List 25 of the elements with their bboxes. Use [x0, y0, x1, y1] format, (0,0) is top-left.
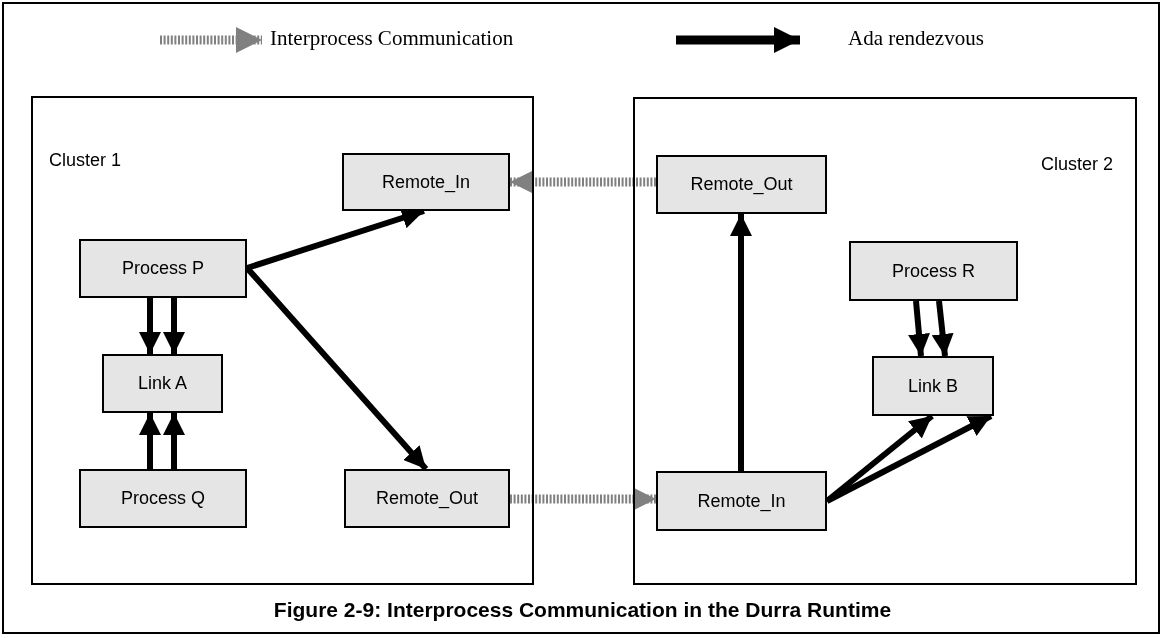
legend-label: Interprocess Communication — [270, 26, 514, 51]
arrow — [730, 214, 752, 471]
process-box: Process Q — [79, 469, 247, 528]
legend-label: Ada rendezvous — [848, 26, 984, 51]
arrow — [139, 298, 161, 354]
cluster-box — [31, 96, 534, 585]
process-box: Remote_Out — [656, 155, 827, 214]
process-box: Remote_Out — [344, 469, 510, 528]
cluster-box — [633, 97, 1137, 585]
process-box: Remote_In — [656, 471, 827, 531]
process-box: Link B — [872, 356, 994, 416]
process-box: Process R — [849, 241, 1018, 301]
process-box: Link A — [102, 354, 223, 413]
arrow — [931, 300, 954, 357]
hatched-arrow — [510, 488, 656, 510]
figure-caption: Figure 2-9: Interprocess Communication in the Durra Runtime — [272, 598, 893, 622]
process-box: Process P — [79, 239, 247, 298]
hatched-arrow — [510, 171, 656, 193]
arrow — [163, 413, 185, 469]
arrow — [163, 298, 185, 354]
cluster-label: Cluster 2 — [1040, 154, 1113, 175]
arrow — [139, 413, 161, 469]
process-box: Remote_In — [342, 153, 510, 211]
cluster-label: Cluster 1 — [49, 150, 122, 171]
arrow — [908, 300, 930, 357]
